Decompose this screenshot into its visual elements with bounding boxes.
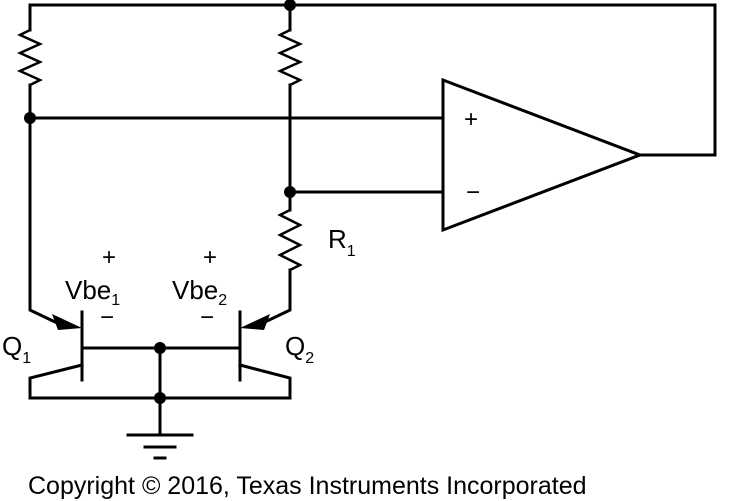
junction-dot — [284, 186, 296, 198]
q1-label: Q1 — [2, 331, 31, 367]
vbe2-label: Vbe2 — [172, 275, 227, 309]
q2-emitter-arrow — [240, 314, 270, 330]
vbe2-minus-label: − — [200, 304, 214, 331]
copyright-notice: Copyright © 2016, Texas Instruments Inco… — [28, 472, 587, 500]
ground-symbol — [126, 433, 194, 460]
junction-dot — [24, 112, 36, 124]
opamp-minus-label: − — [466, 179, 480, 206]
q2-label: Q2 — [285, 331, 314, 367]
vbe1-minus-label: − — [100, 304, 114, 331]
junction-dot — [284, 0, 296, 11]
right-top-resistor — [276, 28, 304, 87]
top-rail-wire — [28, 3, 717, 157]
junction-dot — [154, 342, 166, 354]
left-resistor — [16, 28, 44, 87]
r1-resistor — [277, 208, 303, 272]
q1-emitter-arrow — [52, 314, 82, 330]
junction-dot — [154, 392, 166, 404]
r1-label: R1 — [328, 224, 356, 260]
vbe1-plus-label: + — [102, 244, 116, 271]
vbe2-plus-label: + — [203, 244, 217, 271]
right-branch-lower-wire — [262, 268, 292, 325]
opamp-plus-label: + — [464, 106, 478, 133]
vbe1-label: Vbe1 — [65, 275, 120, 309]
left-branch-lower-wire — [28, 83, 58, 325]
opamp-triangle — [441, 77, 645, 233]
